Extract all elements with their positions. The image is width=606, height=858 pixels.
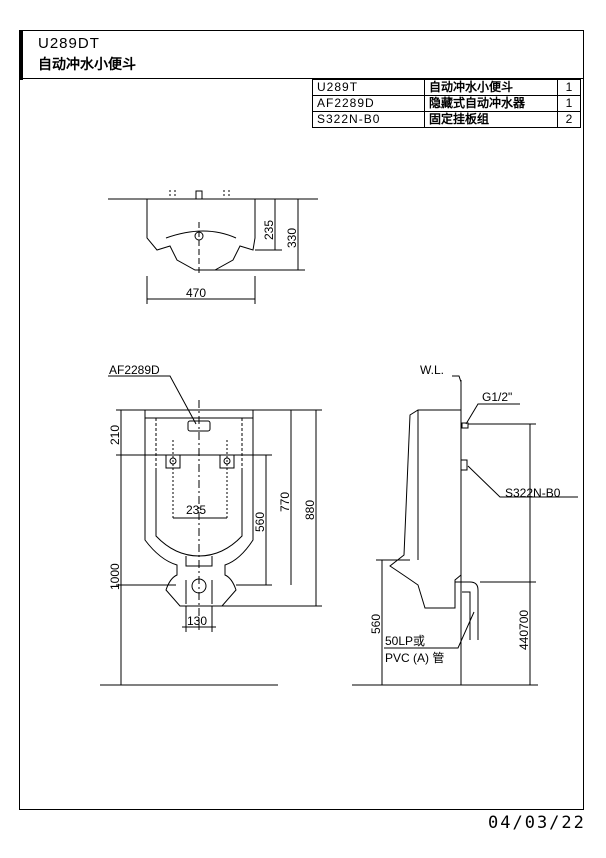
table-row: S322N-B0 固定挂板组 2	[312, 111, 581, 128]
leader-drain	[384, 611, 475, 649]
dim-130-label: 130	[187, 614, 207, 628]
dim-235-label: 235	[186, 503, 206, 517]
front-view	[100, 375, 322, 686]
label-drain-line2: PVC (A) 管	[385, 650, 444, 665]
label-bracket-model: S322N-B0	[505, 486, 561, 500]
parts-table: U289T 自动冲水小便斗 1 AF2289D 隐藏式自动冲水器 1 S322N…	[312, 79, 581, 128]
part-desc: 固定挂板组	[424, 111, 558, 128]
leader-sensor	[108, 375, 197, 425]
inlet-stub	[195, 190, 203, 200]
model-number: U289DT	[38, 35, 100, 52]
part-desc: 自动冲水小便斗	[424, 79, 558, 96]
table-row: AF2289D 隐藏式自动冲水器 1	[312, 95, 581, 112]
top-view-outline	[146, 199, 256, 271]
part-code: AF2289D	[312, 95, 425, 112]
dim-440-700-label: 440700	[517, 610, 531, 650]
product-name: 自动冲水小便斗	[38, 56, 136, 72]
part-qty: 2	[557, 111, 581, 128]
bracket-side	[461, 459, 468, 471]
table-row: U289T 自动冲水小便斗 1	[312, 79, 581, 96]
dim-width-label: 470	[186, 286, 206, 300]
trap-pipe	[455, 581, 479, 640]
leader-bracket	[467, 465, 578, 498]
label-drain-line1: 50LP或	[385, 634, 425, 648]
title-accent-bar	[19, 30, 23, 80]
urinal-side-outline	[389, 409, 462, 609]
side-view	[352, 375, 578, 686]
dim-depth-total-label: 330	[285, 228, 299, 248]
dim-depth-label: 235	[262, 220, 276, 240]
dim-560-side-label: 560	[369, 614, 383, 634]
label-sensor-model: AF2289D	[109, 363, 160, 377]
leader-inlet	[465, 403, 520, 425]
title-divider	[19, 78, 584, 79]
dim-770-label: 770	[278, 492, 292, 512]
drawing-frame	[19, 30, 584, 810]
water-level-marker	[452, 375, 462, 383]
top-view-bowl-rim	[165, 230, 237, 239]
inlet-connector	[461, 422, 469, 429]
label-water-level: W.L.	[420, 363, 444, 377]
dim-880-label: 880	[303, 500, 317, 520]
dim-560-label: 560	[253, 512, 267, 532]
label-inlet-size: G1/2"	[482, 390, 512, 404]
dim-210-label: 210	[108, 425, 122, 445]
top-view	[108, 190, 318, 304]
part-desc: 隐藏式自动冲水器	[424, 95, 558, 112]
part-code: S322N-B0	[312, 111, 425, 128]
drawing-date: 04/03/22	[488, 813, 586, 833]
dim-1000-label: 1000	[108, 563, 122, 590]
